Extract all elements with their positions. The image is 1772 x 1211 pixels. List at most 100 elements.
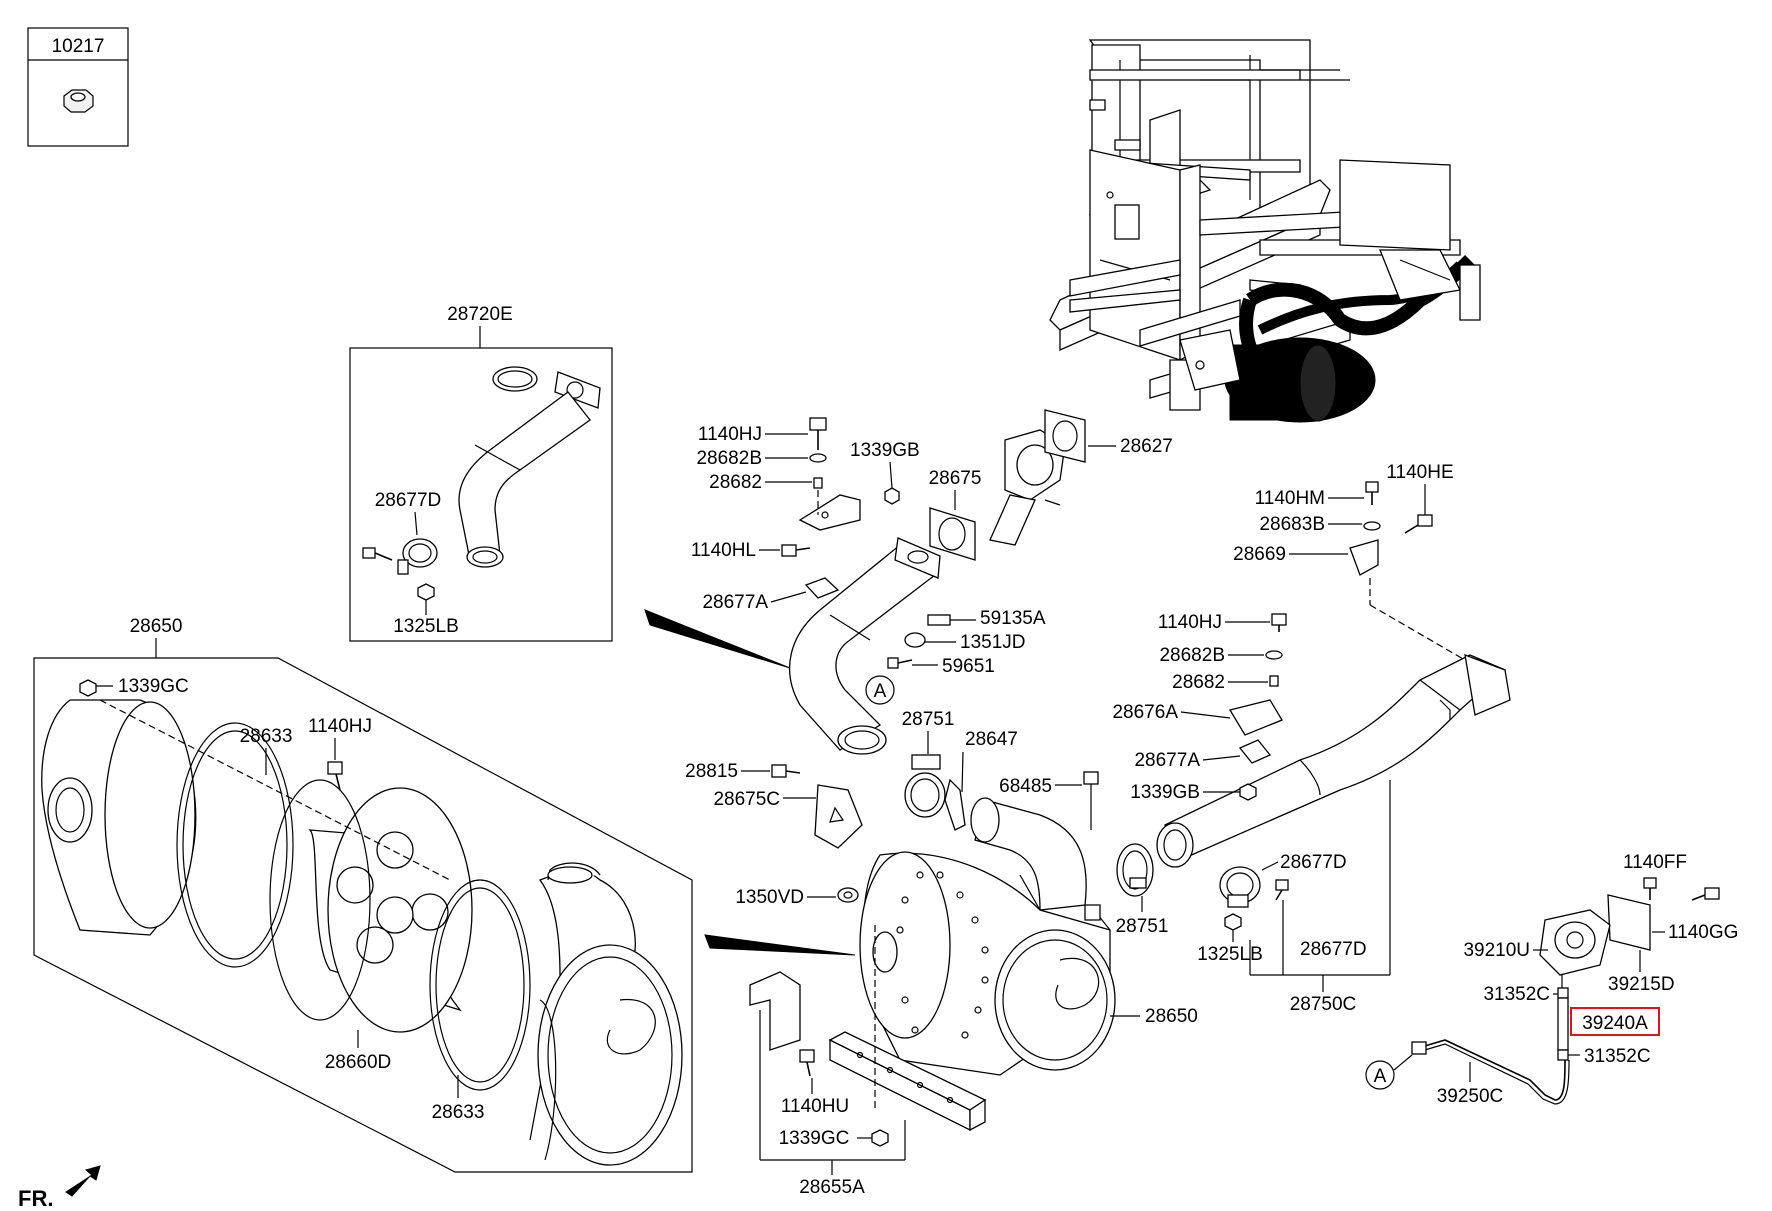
label-28627: 28627 (1120, 436, 1173, 457)
clamp-icon (904, 754, 946, 818)
label-28633-bot: 28633 (432, 1102, 485, 1123)
label-1350VD: 1350VD (735, 887, 804, 908)
label-28676A: 28676A (1112, 702, 1178, 723)
label-28683B: 28683B (1259, 514, 1325, 535)
label-28682B-top: 28682B (696, 448, 762, 469)
bracket-icon (804, 577, 840, 599)
washer-icon (904, 632, 926, 648)
stud-icon (927, 614, 951, 626)
label-28815: 28815 (685, 761, 738, 782)
spacer-icon (1269, 675, 1279, 687)
label-28682-top: 28682 (709, 472, 762, 493)
nut-icon (63, 89, 94, 113)
flange-icon (554, 371, 601, 409)
label-31352C-bot: 31352C (1584, 1046, 1651, 1067)
label-1339GC-top: 1339GC (118, 676, 189, 697)
label-39240A[interactable]: 39240A (1582, 1013, 1648, 1034)
outlet-section-icon (529, 862, 683, 1166)
label-28660D: 28660D (325, 1052, 392, 1073)
label-28675: 28675 (929, 468, 982, 489)
label-39250C: 39250C (1437, 1086, 1504, 1107)
bracket-icon (1238, 739, 1272, 764)
label-28677D-right: 28677D (1300, 939, 1367, 960)
bracket-icon (944, 778, 966, 831)
gasket-icon (929, 507, 976, 561)
bracket-icon (814, 784, 863, 849)
label-59135A: 59135A (980, 608, 1046, 629)
label-28633-top: 28633 (240, 726, 293, 747)
label-1140HM: 1140HM (1255, 488, 1325, 509)
label-1140FF: 1140FF (1623, 852, 1687, 873)
label-28720E: 28720E (447, 304, 513, 325)
bolt-icon (771, 764, 801, 778)
bolt-icon (1083, 771, 1099, 830)
nut-icon (884, 487, 900, 505)
inset-part-code: 10217 (52, 36, 105, 57)
label-28669: 28669 (1233, 544, 1286, 565)
center-dpf-body: 28751 28647 28815 28675C 68485 1350VD (685, 709, 1198, 1198)
spacer-icon (813, 477, 823, 489)
bracket-icon (1349, 539, 1379, 576)
label-28751-top: 28751 (902, 709, 955, 730)
bolt-icon (327, 761, 343, 791)
gasket-icon (176, 722, 294, 968)
clamp-icon (1116, 843, 1154, 897)
dpf-exploded-assembly: 28650 1339GC 28633 (33, 616, 693, 1173)
arrow-icon (65, 1165, 101, 1197)
bolt-icon (1365, 481, 1379, 505)
bolt-icon (362, 547, 393, 561)
label-28751-bot: 28751 (1116, 916, 1169, 937)
label-28650-group: 28650 (130, 616, 183, 637)
gasket-icon (1044, 409, 1086, 463)
label-59651: 59651 (942, 656, 995, 677)
label-1325LB-inset: 1325LB (393, 616, 459, 637)
front-label: FR. (18, 1186, 53, 1211)
clamp-icon (397, 538, 438, 575)
svg-text:A: A (874, 681, 887, 702)
label-28682-mid: 28682 (1172, 672, 1225, 693)
label-1140HE: 1140HE (1386, 462, 1453, 483)
hose-icon (1557, 997, 1569, 1051)
label-1339GB-mid: 1339GB (1130, 782, 1200, 803)
washer-icon (1265, 650, 1283, 660)
dpf-core-icon (269, 779, 473, 1033)
exhaust-pipe-icon (788, 537, 941, 755)
gasket-icon (429, 879, 531, 1091)
pressure-sensor-icon (1539, 909, 1611, 990)
bolt-icon (1271, 613, 1287, 632)
label-28650-main: 28650 (1145, 1006, 1198, 1027)
bolt-icon (799, 1049, 815, 1077)
steel-line-icon (1411, 1039, 1570, 1105)
highlighted-part-39240A[interactable]: 39240A (1570, 1007, 1660, 1036)
vehicle-frame-illustration (1049, 39, 1481, 423)
hose-clip-icon (1557, 987, 1569, 999)
bolt-icon (887, 657, 913, 669)
washer-icon (837, 887, 859, 903)
label-1140HJ-mid: 1140HJ (1158, 612, 1222, 633)
washer-icon (1363, 521, 1381, 531)
label-28647: 28647 (965, 729, 1018, 750)
pipe-kit-inset-28720E: 28720E 28677D (349, 304, 613, 642)
label-28677A-top: 28677A (702, 592, 768, 613)
nut-icon (1239, 783, 1257, 801)
svg-text:A: A (1374, 1066, 1387, 1087)
label-1325LB-mid: 1325LB (1197, 944, 1263, 965)
callout-A: A (865, 675, 895, 705)
hose-clip-icon (1557, 1049, 1569, 1061)
label-28677D-inset: 28677D (375, 490, 442, 511)
label-39215D: 39215D (1608, 974, 1675, 995)
bracket-icon (1607, 894, 1651, 951)
inset-part-box: 10217 (27, 27, 129, 147)
callout-A: A (1365, 1060, 1395, 1090)
label-28677D-mid: 28677D (1280, 852, 1347, 873)
bolt-icon (1691, 887, 1720, 901)
label-1351JD: 1351JD (960, 632, 1026, 653)
bolt-icon (809, 417, 827, 450)
nut-icon (417, 583, 435, 601)
label-1140HJ-top: 1140HJ (698, 424, 762, 445)
bolt-icon (1643, 877, 1657, 900)
inlet-cover-icon (41, 699, 197, 936)
front-direction-marker: FR. (18, 1165, 101, 1211)
bracket-icon (1228, 699, 1283, 736)
tail-pipe-assembly: 1140HM 1140HE 28683B 28669 1140HJ 2 (1112, 462, 1511, 1015)
